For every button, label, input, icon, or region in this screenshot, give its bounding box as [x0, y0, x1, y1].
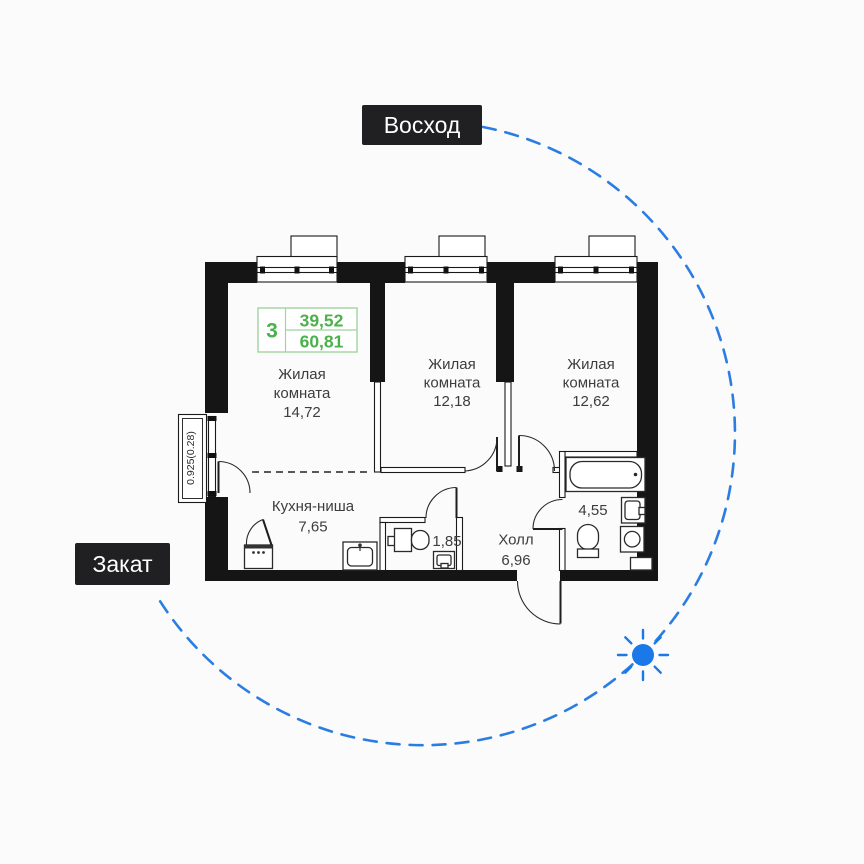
balcony: 0.925(0.28) [177, 413, 251, 504]
sun-disc [632, 644, 654, 666]
svg-text:комната: комната [424, 375, 481, 392]
svg-text:Кухня-ниша: Кухня-ниша [272, 498, 355, 515]
sun-rays [616, 628, 670, 682]
sun-icon [616, 628, 670, 682]
svg-text:12,18: 12,18 [433, 393, 471, 410]
bathroom-small-fixtures [387, 527, 456, 570]
svg-text:Жилая: Жилая [428, 356, 475, 373]
sunrise-label: Восход [362, 105, 482, 145]
svg-text:комната: комната [274, 385, 331, 402]
shaft-box [629, 556, 653, 571]
outer-walls [205, 262, 658, 581]
entrance-door [516, 580, 562, 625]
window-ledge-boxes [290, 235, 636, 260]
svg-text:7,65: 7,65 [298, 519, 327, 536]
windows [256, 255, 638, 283]
kitchen-label: Кухня-ниша 7,65 [272, 498, 355, 536]
svg-text:Жилая: Жилая [278, 366, 325, 383]
bathtub-icon [565, 456, 646, 493]
hall-label: Холл 6,96 [498, 532, 533, 570]
badge-living-area: 39,52 [300, 311, 344, 331]
svg-text:Жилая: Жилая [567, 356, 614, 373]
sun-path-arc [153, 125, 737, 747]
floor-plan: 0.925(0.28) [177, 235, 658, 625]
info-badge: 3 39,52 60,81 [257, 307, 358, 353]
room-labels: Жилая комната 14,72 Жилая комната 12,18 … [272, 356, 620, 569]
stove-icon [243, 518, 274, 570]
sunrise-label-text: Восход [383, 111, 461, 138]
bathroom-large-fixtures [565, 456, 653, 571]
svg-text:6,96: 6,96 [501, 552, 530, 569]
svg-text:Холл: Холл [498, 532, 533, 549]
room-divider-walls [370, 283, 559, 473]
balcony-dimension: 0.925(0.28) [185, 431, 197, 485]
washing-machine-icon [619, 525, 645, 553]
bathroom-large-area: 4,55 [578, 502, 607, 519]
room1-label: Жилая комната 14,72 [274, 366, 331, 421]
kitchen-fixtures [243, 518, 378, 571]
toilet-icon [387, 527, 430, 553]
bathroom-small-area: 1,85 [432, 533, 461, 550]
sunset-label: Закат [75, 543, 170, 585]
kitchen-sink-icon [342, 541, 378, 571]
svg-text:14,72: 14,72 [283, 404, 321, 421]
toilet-icon-2 [576, 523, 600, 559]
svg-text:12,62: 12,62 [572, 393, 610, 410]
room2-label: Жилая комната 12,18 [424, 356, 481, 410]
doors [425, 434, 563, 530]
sunset-label-text: Закат [92, 550, 153, 577]
badge-total-area: 60,81 [300, 332, 344, 352]
washbasin-icon [432, 550, 456, 570]
sink-icon [620, 496, 646, 524]
room3-label: Жилая комната 12,62 [563, 356, 620, 410]
svg-text:комната: комната [563, 375, 620, 392]
thin-partitions [373, 381, 638, 572]
badge-rooms-count: 3 [266, 320, 278, 343]
